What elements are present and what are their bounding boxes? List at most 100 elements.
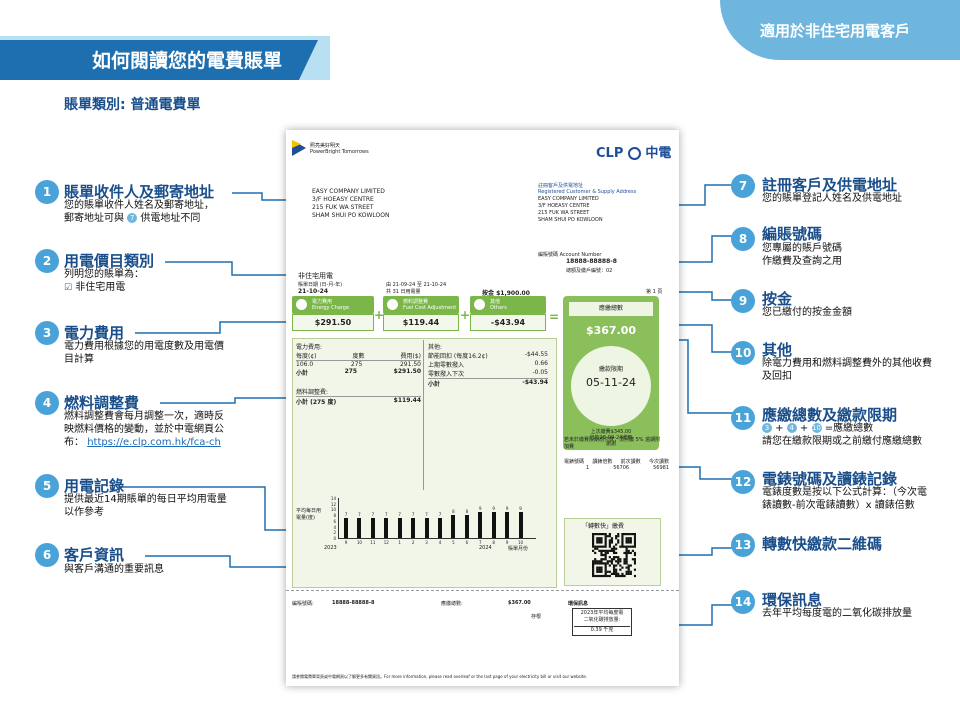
fuel-charge-header: 燃料調整費 Fuel Cost Adjustment	[383, 296, 459, 314]
meter-headers: 電錶號碼讀錶倍數前次讀數今次讀數	[564, 459, 669, 465]
annotation-number: 1	[35, 180, 59, 204]
sample-bill: 照亮美好明天 PowerBright Tomorrows CLP 中電 EASY…	[286, 130, 679, 686]
footer-account-label: 編賬號碼:	[292, 601, 314, 607]
annotation-title: 用電記錄	[64, 477, 125, 495]
tariff-label: 非住宅用電	[298, 272, 333, 280]
annotation-number: 6	[35, 543, 59, 567]
eco-label: 環保訊息	[568, 601, 589, 607]
late-payment-note: 若未於繳費限期前付款，須另繳 5% 逾期附加費	[564, 437, 661, 450]
usage-bar	[464, 515, 469, 538]
audience-label: 適用於非住宅用電客戶	[760, 22, 911, 40]
page-number: 第 1 頁	[646, 289, 663, 295]
bar-value-label: 7	[411, 512, 415, 517]
chart-y-tick: 12	[330, 501, 336, 507]
usage-bar	[357, 518, 362, 538]
bill-type-label: 賬單類別: 普通電費單	[64, 97, 201, 113]
annotation-desc: 去年平均每度電的二氧化碳排放量	[762, 608, 912, 619]
annotation-desc: 您的賬單收件人姓名及郵寄地址， 郵寄地址可與 7 供電地址不同	[64, 200, 214, 224]
detail-divider	[423, 340, 424, 490]
fps-qr-code[interactable]	[592, 533, 636, 581]
usage-bar	[505, 512, 510, 538]
equals-sign: =	[549, 310, 560, 324]
bar-value-label: 9	[519, 506, 522, 512]
annotation-number: 14	[731, 590, 755, 614]
annotation-desc: 電錶度數是按以下公式計算：（今次電 錶讀數-前次電錶讀數）x 讀錶倍數	[762, 487, 927, 511]
annotation-title: 電力費用	[64, 324, 125, 342]
annotation-desc: 與客戶溝通的重要訊息	[64, 564, 164, 575]
bill-date: 21-10-24	[298, 288, 329, 295]
gauge-icon	[387, 299, 398, 310]
usage-bar	[478, 512, 483, 538]
annotation-desc: 燃料調整費會每月調整一次，適時反 映燃料價格的變動，並於中電網頁公 布： htt…	[64, 411, 224, 448]
footer-total-label: 應繳總數:	[441, 601, 463, 607]
page-title: 如何閱讀您的電費賬單	[92, 50, 283, 72]
bar-value-label: 8	[452, 509, 455, 515]
billing-period: 由 21-09-24 至 21-10-24	[386, 282, 447, 288]
bar-value-label: 8	[465, 509, 469, 515]
usage-bar	[411, 518, 416, 538]
chart-x-tick: 9	[344, 540, 348, 545]
annotation-number: 9	[731, 289, 755, 313]
chart-x-tick: 5	[452, 540, 455, 545]
chart-xlabel: 賬單月份	[508, 546, 529, 552]
annotation-title: 註冊客戶及供電地址	[762, 176, 898, 194]
annotation-number: 11	[731, 406, 755, 430]
bar-value-label: 7	[358, 512, 361, 517]
eco-box: 2023年平均每度電二氧化碳排放量: 0.39 千克	[572, 608, 632, 636]
ref-chip: 7	[127, 213, 138, 223]
bar-value-label: 9	[492, 506, 495, 512]
usage-bar	[491, 512, 496, 538]
chart-x-tick: 2	[411, 540, 415, 545]
usage-bar	[438, 518, 442, 538]
annotation-title: 用電價目類別	[64, 252, 155, 270]
annotation-desc: 除電力費用和燃料調整費外的其他收費 及回扣	[762, 358, 932, 382]
ref-chip: 4	[786, 423, 797, 433]
annotation-desc: 您已繳付的按金金額	[762, 307, 852, 318]
chart-year-start: 2023	[324, 545, 337, 551]
chart-y-tick: 8	[333, 513, 336, 519]
chart-y-tick: 0	[333, 536, 336, 541]
bar-value-label: 7	[425, 512, 428, 517]
fca-link[interactable]: https://e.clp.com.hk/fca-ch	[87, 437, 221, 448]
bottom-note: 請參閱電費單背頁或中電網頁以了解更多有關資訊。For more informat…	[292, 674, 588, 679]
annotation-desc: 您專屬的賬戶號碼 作繳費及查詢之用	[762, 243, 842, 267]
chart-x-tick: 12	[383, 540, 389, 545]
bar-value-label: 7	[344, 512, 348, 517]
annotation-desc: 提供最近14期賬單的每日平均用電量 以作參考	[64, 494, 227, 518]
annotation-number: 3	[35, 321, 59, 345]
annotation-number: 2	[35, 249, 59, 273]
bar-value-label: 7	[371, 512, 375, 517]
annotation-title: 客戶資訊	[64, 546, 125, 564]
chart-x-tick: 10	[518, 540, 524, 545]
others-header: 其他 Others	[470, 296, 546, 314]
annotation-number: 5	[35, 474, 59, 498]
checkbox-icon: ☑	[64, 283, 73, 293]
annotation-desc: 3 + 4 + 10 =應繳總數 請您在繳款限期或之前繳付應繳總數	[762, 423, 922, 447]
annotation-number: 7	[731, 174, 755, 198]
footer-total: $367.00	[508, 600, 531, 606]
title-banner	[0, 40, 318, 80]
usage-bar	[424, 518, 429, 538]
footer-account: 18888-88888-8	[332, 600, 375, 606]
bill-date-label: 賬單日期 (日-月-年)	[298, 282, 343, 288]
chart-x-tick: 10	[356, 540, 362, 545]
plus-sign: +	[374, 308, 385, 322]
others-icon	[474, 299, 485, 310]
annotation-desc: 您的賬單登記人姓名及供電地址	[762, 193, 902, 204]
chart-x-tick: 11	[370, 540, 376, 545]
chart-y-tick: 14	[330, 496, 336, 501]
annotation-title: 按金	[762, 290, 793, 308]
eco-value: 0.39 千克	[574, 626, 630, 634]
energy-charge-value: $291.50	[292, 314, 374, 331]
annotation-title: 電錶號碼及讀錶記錄	[762, 470, 898, 488]
chart-y-tick: 6	[333, 518, 336, 524]
bar-value-label: 9	[505, 506, 509, 512]
annotation-title: 賬單收件人及郵寄地址	[64, 183, 215, 201]
chart-axis	[338, 498, 339, 538]
